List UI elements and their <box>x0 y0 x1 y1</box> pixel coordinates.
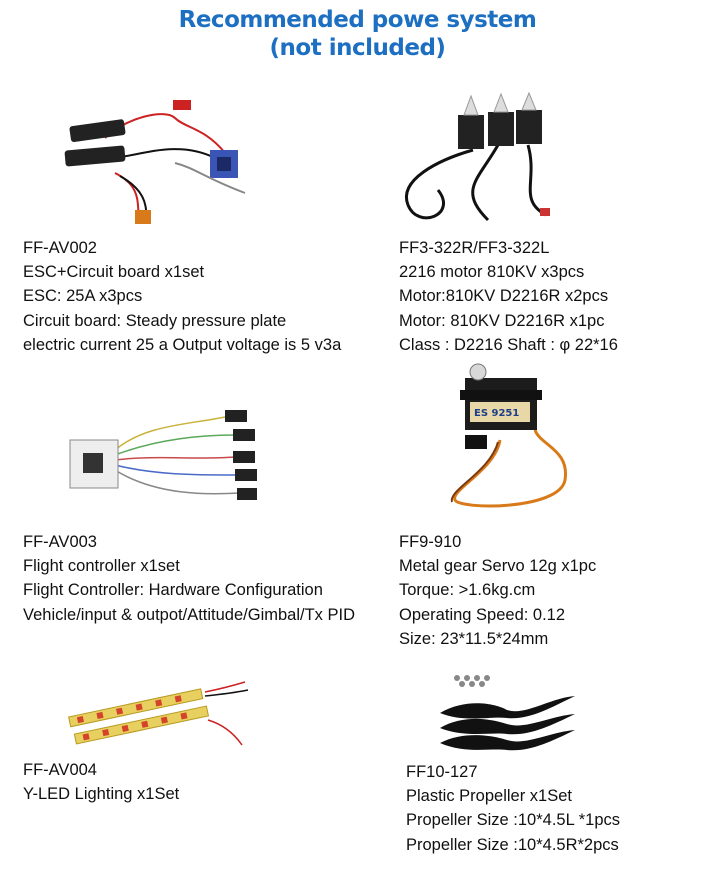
item-line: Plastic Propeller x1Set <box>406 787 572 806</box>
item-servo: FF9-910 Metal gear Servo 12g x1pc Torque… <box>399 530 596 651</box>
item-line: Circuit board: Steady pressure plate <box>23 311 287 330</box>
item-line: ESC: 25A x3pcs <box>23 287 143 306</box>
item-line: Class : D2216 Shaft : φ 22*16 <box>399 335 618 354</box>
led-strip-image <box>60 680 250 750</box>
item-line: Operating Speed: 0.12 <box>399 605 566 624</box>
esc-circuit-board-image <box>55 98 270 228</box>
item-line: Propeller Size :10*4.5R*2pcs <box>406 835 619 854</box>
item-line: 2216 motor 810KV x3pcs <box>399 263 585 282</box>
item-line: Flight Controller: Hardware Configuratio… <box>23 581 323 600</box>
item-code: FF-AV003 <box>23 533 97 551</box>
page-title-line-1: Recommended powe system <box>178 7 537 33</box>
item-line: Vehicle/input & outpot/Attitude/Gimbal/T… <box>23 605 356 624</box>
item-line: electric current 25 a Output voltage is … <box>23 335 342 354</box>
page-title: Recommended powe system (not included) <box>0 6 715 62</box>
item-code: FF10-127 <box>406 763 478 781</box>
item-line: Flight controller x1set <box>23 557 180 576</box>
item-line: Metal gear Servo 12g x1pc <box>399 557 597 576</box>
item-propeller: FF10-127 Plastic Propeller x1Set Propell… <box>406 760 620 857</box>
item-led: FF-AV004 Y-LED Lighting x1Set <box>23 758 179 806</box>
item-code: FF9-910 <box>399 533 462 551</box>
item-flight-controller: FF-AV003 Flight controller x1set Flight … <box>23 530 355 627</box>
item-line: Size: 23*11.5*24mm <box>399 629 549 648</box>
item-line: Propeller Size :10*4.5L *1pcs <box>406 811 621 830</box>
page-title-line-2: (not included) <box>269 35 446 61</box>
propeller-image <box>435 668 580 758</box>
item-line: Motor:810KV D2216R x2pcs <box>399 287 609 306</box>
item-code: FF-AV002 <box>23 239 97 257</box>
item-line: Torque: >1.6kg.cm <box>399 581 536 600</box>
item-line: Y-LED Lighting x1Set <box>23 785 180 804</box>
item-esc: FF-AV002 ESC+Circuit board x1set ESC: 25… <box>23 236 341 357</box>
servo-label: ES 9251 <box>474 408 519 419</box>
item-code: FF-AV004 <box>23 761 97 779</box>
item-line: ESC+Circuit board x1set <box>23 263 205 282</box>
item-motor: FF3-322R/FF3-322L 2216 motor 810KV x3pcs… <box>399 236 618 357</box>
brushless-motor-image <box>398 90 573 230</box>
servo-image: ES 9251 <box>440 360 580 510</box>
flight-controller-image <box>65 405 260 510</box>
item-code: FF3-322R/FF3-322L <box>399 239 550 257</box>
item-line: Motor: 810KV D2216R x1pc <box>399 311 605 330</box>
